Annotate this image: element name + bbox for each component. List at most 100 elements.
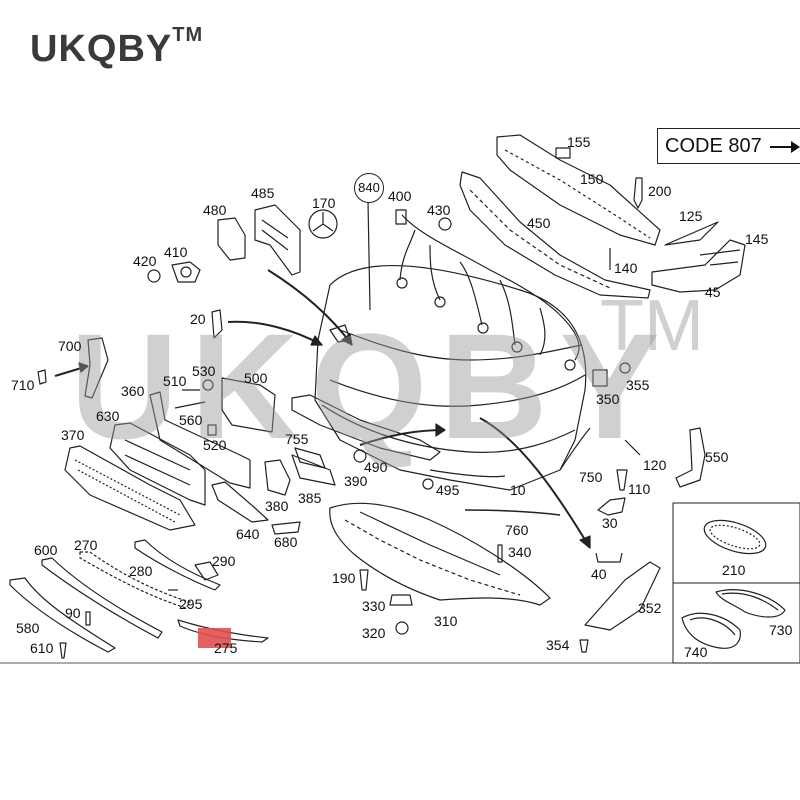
part-610-screw: [59, 642, 67, 659]
part-label: 580: [16, 620, 40, 636]
part-352-deflector: [584, 561, 661, 631]
brand-logo: UKQBYTM: [30, 24, 203, 71]
code-807-label: CODE 807: [665, 135, 762, 157]
part-355-screw: [619, 362, 631, 374]
part-label: 125: [679, 208, 703, 224]
part-580-strip: [9, 577, 116, 653]
part-label: 410: [164, 244, 188, 260]
part-label: 290: [212, 553, 236, 569]
part-label: 760: [505, 522, 529, 538]
part-710-clip: [37, 369, 47, 385]
part-155-clip: [555, 147, 571, 159]
part-label: 210: [722, 562, 746, 578]
part-label: 355: [626, 377, 650, 393]
part-label: 320: [362, 625, 386, 641]
circled-label-840: 840: [354, 173, 384, 203]
arrow-40: [479, 417, 591, 549]
part-485-bracket: [254, 204, 301, 276]
arrow-20-head: [310, 335, 323, 346]
part-450-support-bar: [459, 171, 651, 299]
arrow-40-head: [579, 535, 591, 549]
part-30-cap: [597, 497, 626, 516]
part-label: 480: [203, 202, 227, 218]
part-200-screw: [633, 177, 643, 209]
part-110-screw: [616, 469, 628, 491]
part-10-bumper-cover: [314, 264, 587, 491]
part-500-plate-bracket: [221, 377, 276, 433]
part-340-screw: [497, 544, 503, 563]
part-label: 20: [190, 311, 206, 327]
part-390-sensor: [353, 449, 367, 463]
part-label: 30: [602, 515, 618, 531]
part-label: 150: [580, 171, 604, 187]
part-label: 10: [510, 482, 526, 498]
part-label: 380: [265, 498, 289, 514]
part-label: 200: [648, 183, 672, 199]
part-label: 350: [596, 391, 620, 407]
part-550-bracket: [675, 427, 706, 488]
part-150-upper-rail: [496, 134, 661, 246]
part-630-grille-frame: [109, 422, 206, 506]
brand-tm: TM: [172, 24, 204, 47]
highlight-275: [198, 628, 231, 648]
part-label: 520: [203, 437, 227, 453]
arrow-20: [227, 320, 323, 346]
arrow-485: [267, 269, 353, 346]
part-495-cap: [422, 478, 434, 490]
part-label: 485: [251, 185, 275, 201]
part-label: 610: [30, 640, 54, 656]
part-310-undertray: [329, 502, 551, 606]
part-label: 550: [705, 449, 729, 465]
part-210-mesh-grille: [703, 519, 767, 555]
inset-box-730: [672, 582, 800, 664]
part-label: 385: [298, 490, 322, 506]
part-label: 354: [546, 637, 570, 653]
part-750-trim-strip: [559, 427, 591, 471]
part-label: 560: [179, 412, 203, 428]
code-807-box: CODE 807: [657, 128, 800, 164]
part-label: 45: [705, 284, 721, 300]
part-label: 530: [192, 363, 216, 379]
part-label: 500: [244, 370, 268, 386]
part-label: 310: [434, 613, 458, 629]
part-label: 600: [34, 542, 58, 558]
part-label: 740: [684, 644, 708, 660]
part-730-trim: [715, 589, 786, 618]
part-420-ring: [147, 269, 161, 283]
part-410-sensor: [171, 261, 201, 283]
part-280-strip: [134, 539, 221, 591]
part-90-screw: [85, 611, 91, 626]
part-label: 495: [436, 482, 460, 498]
part-label: 270: [74, 537, 98, 553]
part-320-screw: [395, 621, 409, 635]
part-label: 110: [628, 481, 651, 497]
part-755-bracket: [294, 447, 326, 469]
part-label: 352: [638, 600, 662, 616]
part-170-emblem: [308, 209, 338, 239]
part-120-pin: [624, 439, 641, 456]
right-arrow-icon: [769, 140, 800, 153]
part-370-mesh-grille: [64, 445, 196, 531]
part-125-bracket: [664, 221, 719, 246]
part-430-sensor: [438, 217, 452, 231]
part-label: 155: [567, 134, 591, 150]
part-400-wiring-harness: [395, 209, 580, 371]
part-600-strip: [41, 557, 163, 639]
part-354-screw: [579, 639, 589, 653]
part-label: 450: [527, 215, 551, 231]
part-label: 170: [312, 195, 336, 211]
arrow-750: [359, 429, 446, 446]
part-label: 400: [388, 188, 412, 204]
leader-840: [367, 200, 371, 311]
part-label: 730: [769, 622, 793, 638]
brand-name: UKQBY: [30, 28, 173, 70]
part-label: 340: [508, 544, 532, 560]
part-270-strip: [79, 551, 191, 609]
part-label: 370: [61, 427, 85, 443]
part-label: 420: [133, 253, 157, 269]
part-label: 275: [214, 640, 238, 656]
part-680-plate: [271, 521, 301, 535]
part-label: 630: [96, 408, 120, 424]
part-label: 190: [332, 570, 356, 586]
part-label: 40: [591, 566, 607, 582]
